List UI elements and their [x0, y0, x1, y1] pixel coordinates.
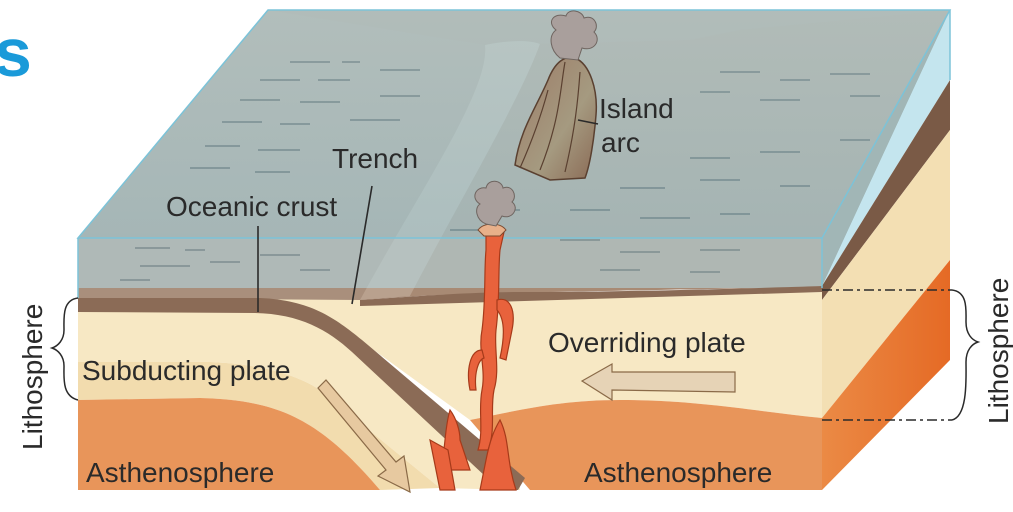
label-lithosphere-right: Lithosphere [983, 278, 1013, 424]
lithosphere-bracket-left [52, 298, 78, 400]
heading-fragment: s [0, 15, 32, 91]
label-island-arc-line2: arc [601, 127, 640, 158]
volcanic-vent [478, 224, 506, 236]
label-island-arc-line1: Island [599, 93, 674, 124]
label-lithosphere-left: Lithosphere [17, 304, 48, 450]
label-oceanic-crust: Oceanic crust [166, 191, 337, 222]
lithosphere-bracket-right [952, 290, 978, 420]
label-asthenosphere-right: Asthenosphere [584, 457, 772, 488]
label-trench: Trench [332, 143, 418, 174]
label-asthenosphere-left: Asthenosphere [86, 457, 274, 488]
water-front-face [78, 238, 822, 288]
label-subducting-plate: Subducting plate [82, 355, 291, 386]
label-overriding-plate: Overriding plate [548, 327, 746, 358]
